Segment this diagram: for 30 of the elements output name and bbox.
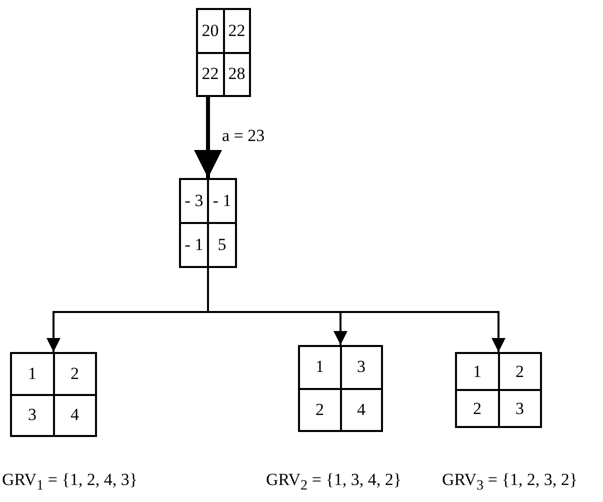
matrix-cell: 28: [224, 52, 250, 96]
matrix-cell: 22: [224, 9, 250, 52]
matrix-cell: 1: [456, 353, 498, 390]
matrix-cell: - 3: [180, 179, 208, 223]
matrix-cell: 22: [197, 52, 224, 96]
caption-text: GRV$_{2}$ = {1, 3, 4, 2}: [266, 470, 402, 494]
matrix-cell: 3: [11, 394, 54, 436]
matrix-cell: - 1: [180, 223, 208, 267]
matrix-cell: 1: [11, 353, 54, 394]
matrix-cell: 4: [340, 388, 382, 431]
matrix-cell: 20: [197, 9, 224, 52]
caption-text: GRV$_{3}$ = {1, 2, 3, 2}: [442, 470, 578, 494]
matrix-cell: - 1: [208, 179, 236, 223]
matrix-cell: 3: [498, 390, 541, 427]
matrix-cell: 5: [208, 223, 236, 267]
matrix-grid: [196, 8, 251, 97]
caption-text: GRV$_{1}$ = {1, 2, 4, 3}: [2, 470, 138, 494]
matrix-cell: 2: [456, 390, 498, 427]
matrix-cell: 1: [299, 346, 340, 388]
matrix-cell: 4: [54, 394, 96, 436]
matrix-grid: [455, 352, 542, 428]
matrix-grid: [10, 352, 97, 437]
matrix-cell: 2: [54, 353, 96, 394]
arrow: [207, 268, 506, 352]
matrix-grid: [179, 178, 237, 268]
arrow: [194, 97, 222, 178]
matrix-cell: 2: [299, 388, 340, 431]
matrix-grid: [298, 345, 383, 432]
matrix-cell: 2: [498, 353, 541, 390]
matrix-cell: 3: [340, 346, 382, 388]
